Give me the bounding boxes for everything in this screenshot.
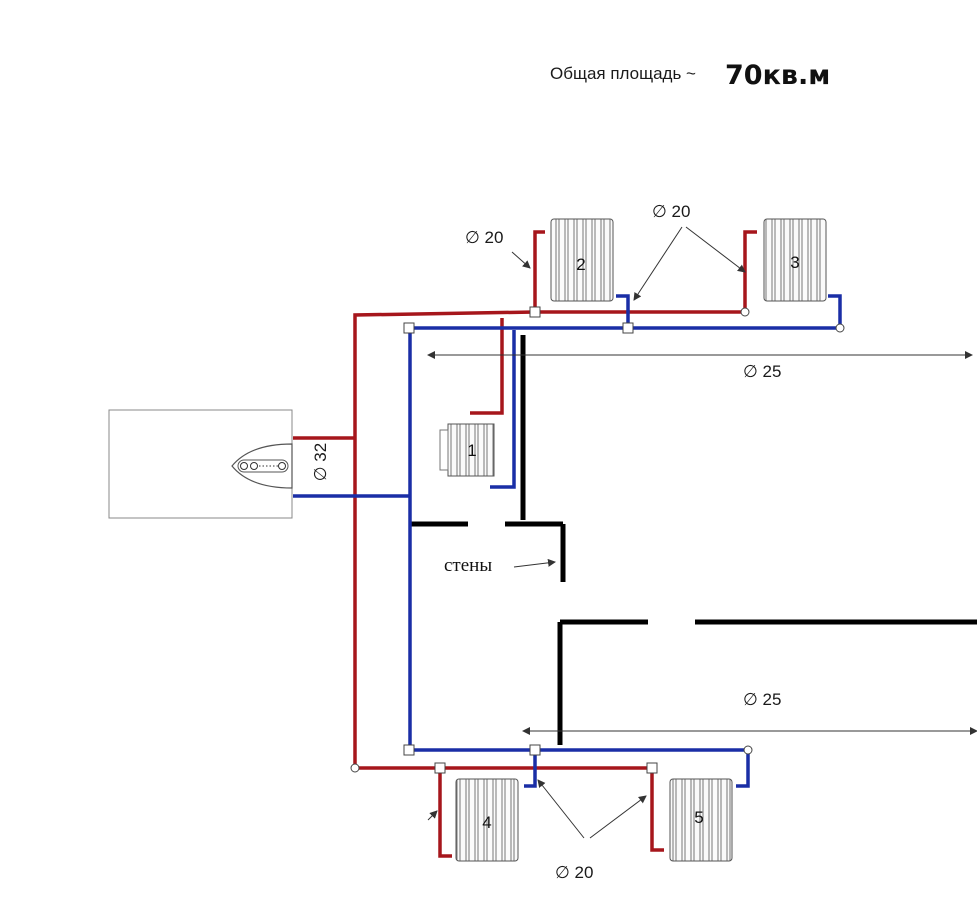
- pipe-label-bottom-main-25: ∅ 25: [743, 690, 781, 709]
- bottom-20-leader-b: [589, 795, 647, 839]
- radiator-3-number: 3: [790, 253, 799, 272]
- pipe-fittings: [350, 306, 845, 774]
- radiator-5: 5: [669, 778, 733, 862]
- radiator-1: 1: [439, 423, 495, 477]
- radiator-4-number: 4: [482, 813, 491, 832]
- radiator-2-number: 2: [576, 255, 585, 274]
- walls-leader: [513, 558, 556, 568]
- top-mid-20-leader-b: [685, 226, 746, 273]
- boiler: [108, 409, 293, 519]
- walls: [410, 335, 977, 745]
- radiator-4: 4: [455, 778, 519, 862]
- top-mid-20-leader-a: [633, 226, 683, 301]
- radiator-5-number: 5: [694, 808, 703, 827]
- pipe-label-top-mid-20: ∅ 20: [652, 202, 690, 221]
- area-header: Общая площадь ~ 70кв.м: [550, 60, 830, 91]
- supply-pipes: [293, 230, 757, 858]
- bottom-20-leader-a: [537, 779, 585, 839]
- radiator-1-number: 1: [467, 441, 476, 460]
- area-label: Общая площадь ~: [550, 64, 696, 83]
- radiator-3: 3: [763, 218, 827, 302]
- top-left-20-leader: [511, 251, 531, 269]
- pipe-label-top-main-25: ∅ 25: [743, 362, 781, 381]
- area-value: 70кв.м: [725, 60, 830, 91]
- boiler-pipe-diameter: ∅ 32: [311, 443, 330, 481]
- bottom-small-leader: [427, 810, 438, 821]
- pipe-label-bottom-20: ∅ 20: [555, 863, 593, 882]
- radiator-2: 2: [550, 218, 614, 302]
- walls-label: стены: [444, 555, 492, 576]
- pipe-label-top-left-20: ∅ 20: [465, 228, 503, 247]
